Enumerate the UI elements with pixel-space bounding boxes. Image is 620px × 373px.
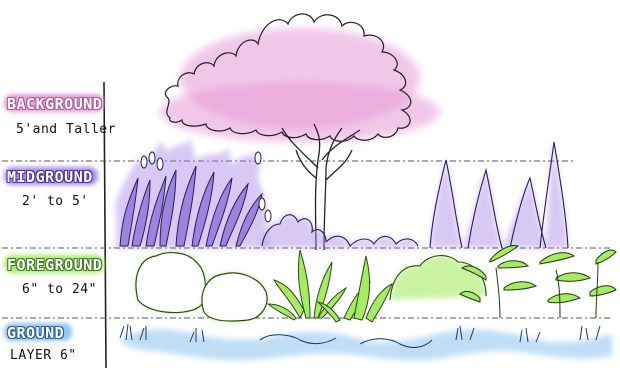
layer-range-ground: LAYER 6" bbox=[10, 348, 77, 363]
layer-range-midground: 2' to 5' bbox=[22, 194, 89, 209]
tall-grass-icon bbox=[115, 138, 271, 248]
layer-label-ground: GROUND bbox=[7, 324, 64, 342]
shrub-icon bbox=[136, 253, 486, 321]
groundcover-icon bbox=[120, 324, 612, 360]
layer-label-background: BACKGROUND bbox=[7, 95, 102, 113]
layer-range-foreground: 6" to 24" bbox=[22, 282, 97, 297]
layer-label-foreground: FOREGROUND bbox=[7, 256, 102, 274]
layer-label-midground: MIDGROUND bbox=[7, 168, 93, 186]
agave-icon bbox=[268, 250, 392, 322]
conifer-icon bbox=[262, 140, 568, 248]
layer-range-background: 5'and Taller bbox=[16, 122, 116, 137]
